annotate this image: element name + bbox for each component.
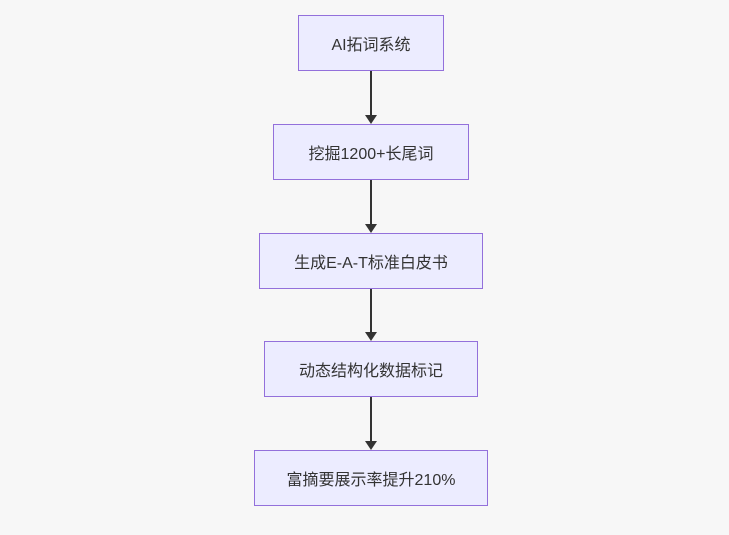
flow-node-label: 富摘要展示率提升210% <box>286 472 456 489</box>
arrow-line <box>370 71 372 116</box>
flow-node-label: 动态结构化数据标记 <box>298 363 443 380</box>
arrow-down-icon <box>365 224 377 233</box>
flow-node-ai-keyword-system: AI拓词系统 <box>298 15 444 71</box>
flow-node-longtail-mining: 挖掘1200+长尾词 <box>273 124 469 180</box>
arrow-down-icon <box>365 332 377 341</box>
flow-node-eat-whitepaper: 生成E-A-T标准白皮书 <box>259 233 483 289</box>
arrow-line <box>370 289 372 333</box>
arrow-down-icon <box>365 115 377 124</box>
arrow-down-icon <box>365 441 377 450</box>
flow-node-structured-data-markup: 动态结构化数据标记 <box>264 341 478 397</box>
flow-arrow-4 <box>365 397 377 450</box>
arrow-line <box>370 397 372 442</box>
flow-node-label: AI拓词系统 <box>331 37 411 54</box>
flow-arrow-1 <box>365 71 377 124</box>
flow-node-label: 挖掘1200+长尾词 <box>308 146 434 163</box>
flow-node-label: 生成E-A-T标准白皮书 <box>294 255 448 272</box>
flow-arrow-2 <box>365 180 377 233</box>
flow-node-rich-snippet-rate: 富摘要展示率提升210% <box>254 450 488 506</box>
flow-arrow-3 <box>365 289 377 341</box>
arrow-line <box>370 180 372 225</box>
